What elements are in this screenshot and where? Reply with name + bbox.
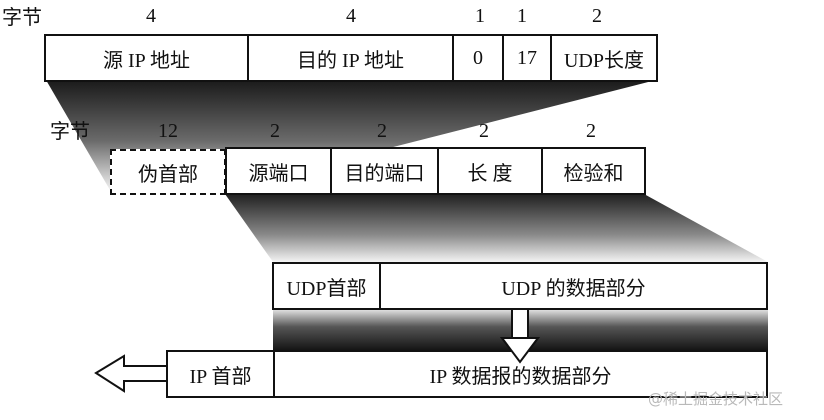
udp-header-row: 源端口 目的端口 长 度 检验和 [225, 147, 646, 195]
length-field: 长 度 [439, 149, 543, 193]
left-arrow-icon [94, 354, 168, 393]
destination-ip-field: 目的 IP 地址 [249, 36, 454, 80]
destination-port-field: 目的端口 [332, 149, 439, 193]
ip-data-cell: IP 数据报的数据部分 [429, 365, 612, 388]
udp-data-cell: UDP 的数据部分 [501, 277, 646, 300]
udp-header-cell: UDP首部 [274, 264, 381, 308]
byte-label-top: 字节 [2, 7, 42, 29]
byte-label-middle: 字节 [50, 121, 90, 143]
source-ip-field: 源 IP 地址 [46, 36, 249, 80]
pseudo-header-row: 源 IP 地址 目的 IP 地址 0 17 UDP长度 [44, 34, 658, 82]
pseudo-header-box: 伪首部 [110, 149, 226, 195]
size-label: 2 [479, 120, 489, 142]
size-label: 2 [592, 5, 602, 27]
projection-udp-to-datagram [225, 194, 768, 262]
down-arrow-tip-icon [500, 337, 540, 364]
size-label: 4 [346, 5, 356, 27]
ip-datagram-row: IP 首部 IP 数据报的数据部分 [166, 350, 768, 398]
size-label: 2 [586, 120, 596, 142]
size-label: 1 [517, 5, 527, 27]
size-label: 2 [270, 120, 280, 142]
checksum-field: 检验和 [563, 162, 624, 185]
size-label: 1 [475, 5, 485, 27]
source-port-field: 源端口 [227, 149, 332, 193]
size-label: 12 [158, 120, 178, 142]
udp-datagram-row: UDP首部 UDP 的数据部分 [272, 262, 768, 310]
ip-header-cell: IP 首部 [168, 352, 275, 396]
protocol-field: 17 [504, 36, 552, 80]
size-label: 2 [377, 120, 387, 142]
size-label: 4 [146, 5, 156, 27]
udp-length-field: UDP长度 [563, 49, 644, 72]
watermark: @稀土掘金技术社区 [648, 390, 784, 408]
zero-field: 0 [454, 36, 504, 80]
